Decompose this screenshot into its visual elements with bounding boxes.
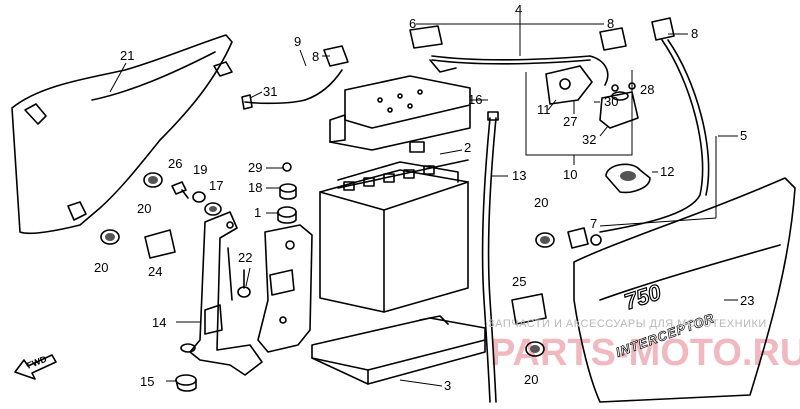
- battery-bracket-frame: [189, 211, 313, 376]
- part-label-16: 16: [468, 92, 482, 107]
- part-label-8-left: 8: [312, 49, 319, 64]
- part-label-31: 31: [263, 84, 277, 99]
- part-label-22: 22: [238, 250, 252, 265]
- part-label-2: 2: [464, 140, 471, 155]
- battery-top-plate: [329, 75, 471, 151]
- leader-lines: [109, 10, 738, 387]
- bolt-22: [237, 269, 251, 298]
- part-label-32: 32: [582, 132, 596, 147]
- part-label-5: 5: [740, 128, 747, 143]
- part-label-15: 15: [140, 374, 154, 389]
- grommet-right-lower: [525, 341, 545, 357]
- forward-indicator: FWD: [14, 354, 57, 380]
- part-label-9: 9: [294, 34, 301, 49]
- label-25: [511, 293, 547, 325]
- cushion-18: [279, 183, 297, 200]
- part-label-14: 14: [152, 315, 166, 330]
- part-label-20-right-upper: 20: [534, 195, 548, 210]
- grommet-upper-left: [143, 172, 163, 188]
- part-label-20-right-lower: 20: [524, 372, 538, 387]
- part-label-25: 25: [512, 274, 526, 289]
- part-label-8-far: 8: [691, 26, 698, 41]
- washer-17: [204, 202, 222, 216]
- starter-cable-4: [409, 25, 627, 86]
- negative-cable-31: [241, 94, 306, 110]
- part-label-20-upper-left: 20: [137, 201, 151, 216]
- cover-model-badge: 750: [621, 279, 664, 314]
- part-label-30: 30: [604, 94, 618, 109]
- part-label-21: 21: [120, 48, 134, 63]
- part-label-18: 18: [248, 180, 262, 195]
- caution-label-sticker: [144, 229, 176, 259]
- part-number-labels: 21 6 4 8 8 9 8 31 16 30 28 11 27 32 5 2 …: [94, 2, 754, 393]
- part-label-17: 17: [209, 178, 223, 193]
- part-label-6: 6: [409, 16, 416, 31]
- battery: [319, 141, 469, 313]
- part-label-4: 4: [515, 2, 522, 17]
- bolt-26: [171, 181, 189, 199]
- part-label-27: 27: [563, 114, 577, 129]
- positive-cable-5: [599, 17, 710, 233]
- collar-19: [192, 191, 206, 203]
- breather-tube: [481, 111, 499, 403]
- grommet-15: [175, 374, 197, 392]
- left-side-cover: [11, 34, 233, 235]
- part-label-20-lower-left: 20: [94, 260, 108, 275]
- part-label-8-right: 8: [607, 16, 614, 31]
- part-label-3: 3: [444, 378, 451, 393]
- starter-relay-group: [525, 65, 639, 156]
- part-label-23: 23: [740, 293, 754, 308]
- nut-29: [282, 162, 292, 172]
- part-label-19: 19: [193, 162, 207, 177]
- part-label-10: 10: [563, 167, 577, 182]
- cable-clamp-12: [605, 163, 651, 194]
- part-label-29: 29: [248, 160, 262, 175]
- grommet-lower-left: [100, 229, 120, 245]
- part-label-1: 1: [254, 205, 261, 220]
- part-label-11: 11: [537, 102, 551, 117]
- watermark-text: ЗАПЧАСТИ И АКСЕССУАРЫ ДЛЯ МОТОТЕХНИКИ: [488, 318, 767, 330]
- part-label-12: 12: [660, 164, 674, 179]
- grommet-right-upper: [535, 232, 555, 248]
- fitting-7: [567, 227, 602, 249]
- grommet-bracket: [180, 343, 196, 353]
- cushion-1: [277, 206, 297, 224]
- part-label-24: 24: [148, 264, 162, 279]
- fwd-label: FWD: [25, 354, 48, 371]
- cable-9: [304, 45, 349, 101]
- part-label-13: 13: [512, 168, 526, 183]
- part-label-7: 7: [590, 216, 597, 231]
- battery-tray: [311, 315, 486, 385]
- part-label-26: 26: [168, 156, 182, 171]
- part-label-28: 28: [640, 82, 654, 97]
